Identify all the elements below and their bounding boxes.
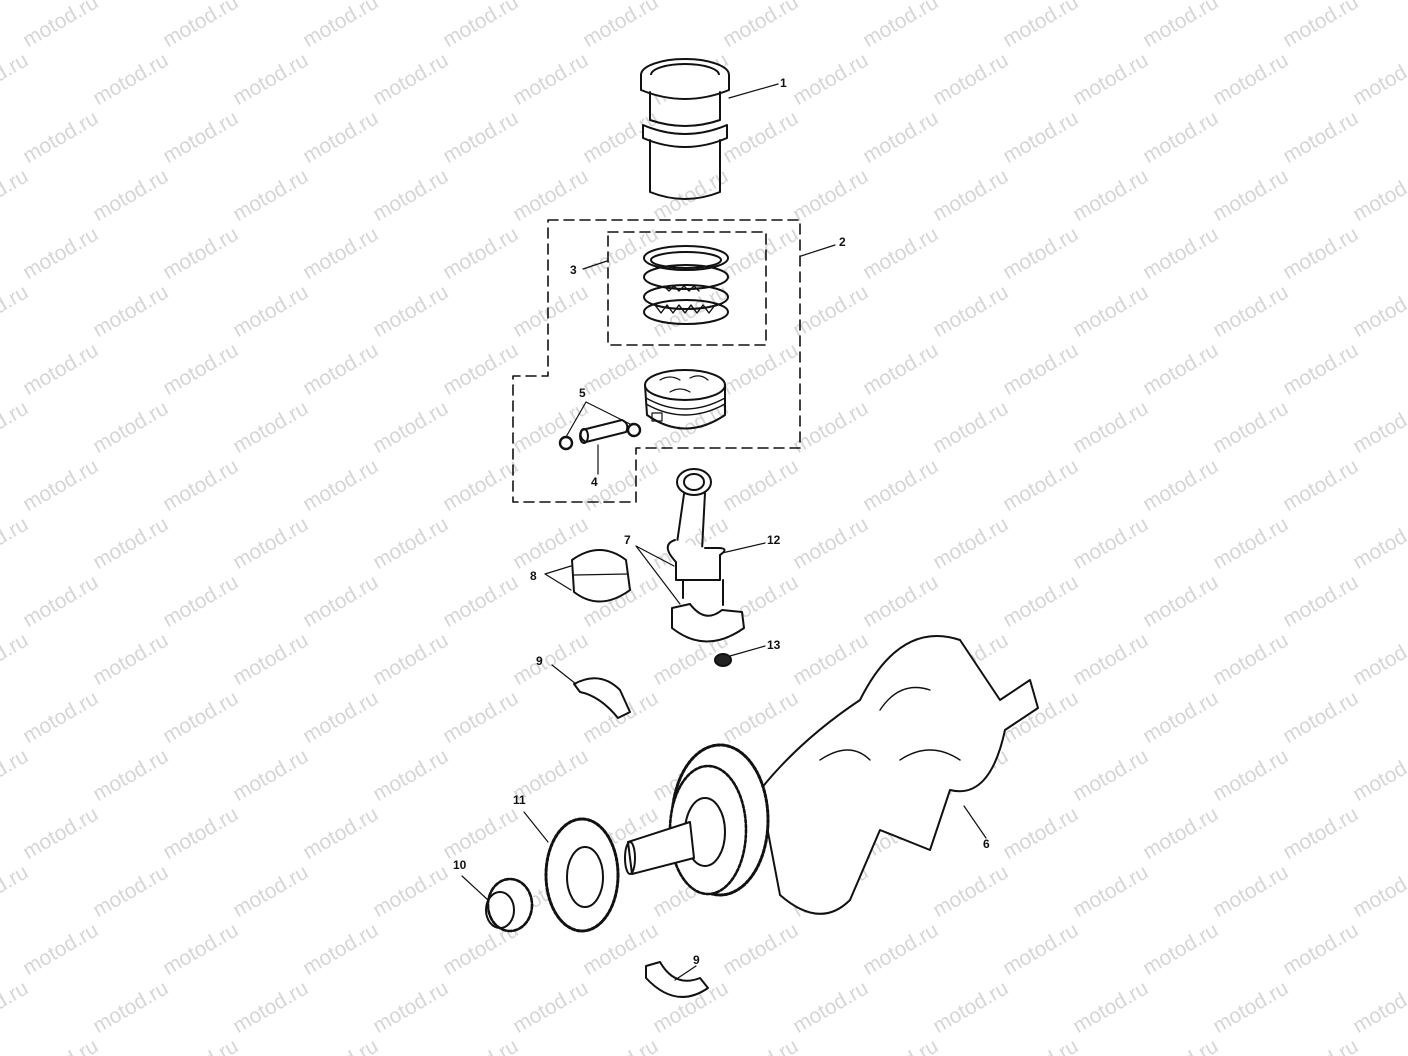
callout-label-6: 6 (983, 837, 990, 851)
main-bearing-shell-upper-drawing (573, 677, 631, 719)
sprocket-drawing (461, 875, 534, 933)
big-end-bearing-drawing (571, 549, 631, 603)
callout-label-11: 11 (513, 793, 526, 807)
rod-nut-drawing (714, 653, 732, 667)
callout-label-12: 12 (767, 533, 781, 547)
connecting-rod-drawing (666, 468, 766, 606)
crankshaft-drawing (759, 635, 1039, 915)
callout-label-10: 10 (453, 858, 467, 872)
callout-label-13: 13 (767, 638, 781, 652)
circlip-left (558, 435, 574, 451)
gear-wheel-drawing (523, 811, 620, 933)
circlip-right (626, 422, 642, 438)
piston-assembly-group-outline (512, 219, 801, 503)
callout-label-7: 7 (624, 533, 631, 547)
callout-label-9a: 9 (536, 654, 543, 668)
callout-label-9b: 9 (693, 953, 700, 967)
callout-label-2: 2 (839, 235, 846, 249)
piston-drawing (644, 369, 726, 430)
piston-rings-drawing (643, 245, 729, 325)
callout-label-5: 5 (579, 386, 586, 400)
callout-label-3: 3 (570, 263, 577, 277)
connecting-rod-cap-drawing (671, 603, 745, 643)
callout-label-8: 8 (530, 569, 537, 583)
piston-rings-group-outline (607, 231, 767, 346)
crank-gear-drawing (624, 743, 770, 897)
cylinder-liner-drawing (640, 58, 779, 200)
main-bearing-shell-lower-drawing (645, 961, 709, 998)
callout-label-1: 1 (780, 76, 787, 90)
piston-pin-drawing (579, 419, 629, 444)
callout-label-4: 4 (591, 475, 598, 489)
